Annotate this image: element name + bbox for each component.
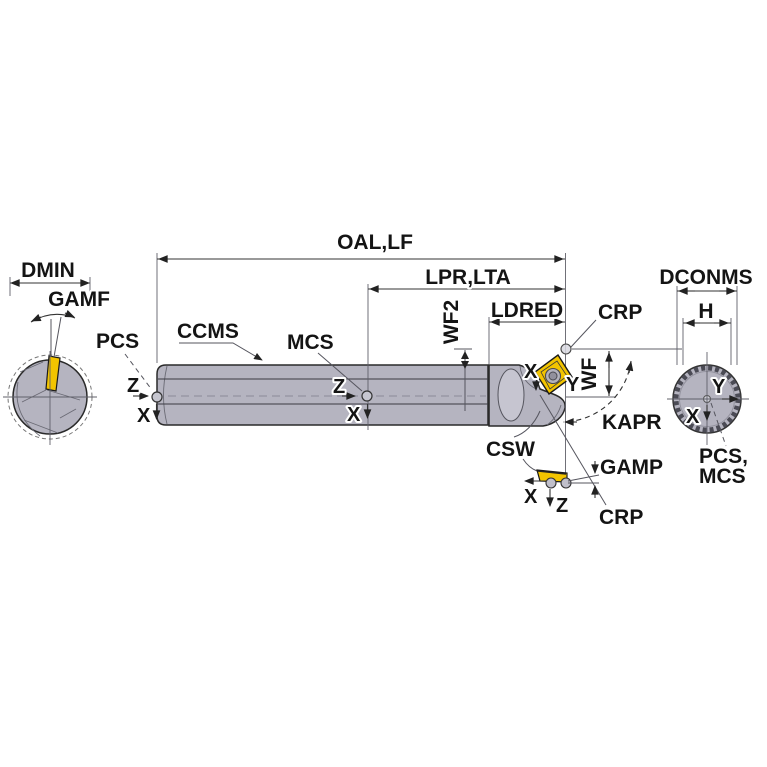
dim-gamf: GAMF <box>30 286 112 358</box>
mcs-origin-marker: Z X <box>331 374 373 428</box>
end-view-left <box>3 351 97 445</box>
mcs-origin-point <box>361 390 373 402</box>
insert-corner-axes: X Y <box>522 359 582 398</box>
gamf-label: GAMF <box>48 288 110 311</box>
ldred-label: LDRED <box>491 299 563 322</box>
ccms-label: CCMS <box>177 320 239 343</box>
dim-oal: OAL,LF <box>157 229 565 263</box>
dim-h: H <box>683 298 731 327</box>
wf2-label: WF2 <box>440 300 463 344</box>
oal-label: OAL,LF <box>337 231 413 254</box>
dim-gamp: GAMP <box>567 454 665 498</box>
pcs-x-axis-label: X <box>137 405 151 427</box>
pcs-z-axis-label: Z <box>127 375 139 397</box>
mcs-label: MCS <box>287 331 334 354</box>
dmin-label: DMIN <box>21 259 75 282</box>
bar-shank <box>156 364 489 426</box>
bottom-corner-point-left <box>545 477 557 489</box>
end-view-right: DCONMS H Y X PCS, MCS <box>657 264 755 490</box>
crp-top: CRP <box>560 299 644 355</box>
label-mcs: MCS <box>285 329 363 392</box>
gamp-label: GAMP <box>600 456 663 479</box>
csw-label: CSW <box>486 438 535 461</box>
label-ccms: CCMS <box>175 318 263 361</box>
dconms-label: DCONMS <box>659 266 752 289</box>
pcs-origin-marker: Z X <box>125 373 163 429</box>
dim-kapr: KAPR <box>539 360 664 506</box>
dim-wf2: WF2 <box>438 298 472 411</box>
head-pocket <box>497 368 525 422</box>
mcs-x-axis-label: X <box>347 404 361 426</box>
shank-y-axis-label: Y <box>712 376 726 398</box>
boring-bar-body <box>156 364 566 427</box>
insert-side-view <box>534 353 573 396</box>
insert-bottom-view: X Z <box>522 469 572 519</box>
pcs-origin-point <box>151 391 163 403</box>
kapr-label: KAPR <box>602 411 662 434</box>
label-csw: CSW <box>484 410 541 472</box>
dim-dmin: DMIN <box>9 257 91 296</box>
pcs-mcs-label-line2: MCS <box>699 465 746 488</box>
dim-lpr: LPR,LTA <box>367 264 565 430</box>
wf-label: WF <box>578 358 601 391</box>
shank-x-axis-label: X <box>686 406 700 428</box>
bottom-x-axis-label: X <box>524 486 538 508</box>
dim-wf: WF <box>566 348 682 398</box>
insert-x-axis-label: X <box>524 361 538 383</box>
lpr-label: LPR,LTA <box>425 266 511 289</box>
pcs-mcs-label-line1: PCS, <box>699 445 748 468</box>
pcs-label: PCS <box>96 330 139 353</box>
label-pcs-left: PCS <box>94 328 153 391</box>
end-face-detail-lines <box>16 361 81 437</box>
dim-dconms: DCONMS <box>657 264 755 295</box>
cutting-edge-line <box>539 394 607 506</box>
insert-y-axis-label: Y <box>566 374 580 396</box>
bottom-z-axis-label: Z <box>556 495 568 517</box>
crp-bottom-label: CRP <box>599 506 643 529</box>
dim-ldred: LDRED <box>488 297 565 364</box>
mcs-z-axis-label: Z <box>333 376 345 398</box>
insert-front-view <box>45 355 61 392</box>
h-label: H <box>698 300 713 323</box>
crp-top-label: CRP <box>598 301 642 324</box>
crp-corner-point <box>560 343 572 355</box>
